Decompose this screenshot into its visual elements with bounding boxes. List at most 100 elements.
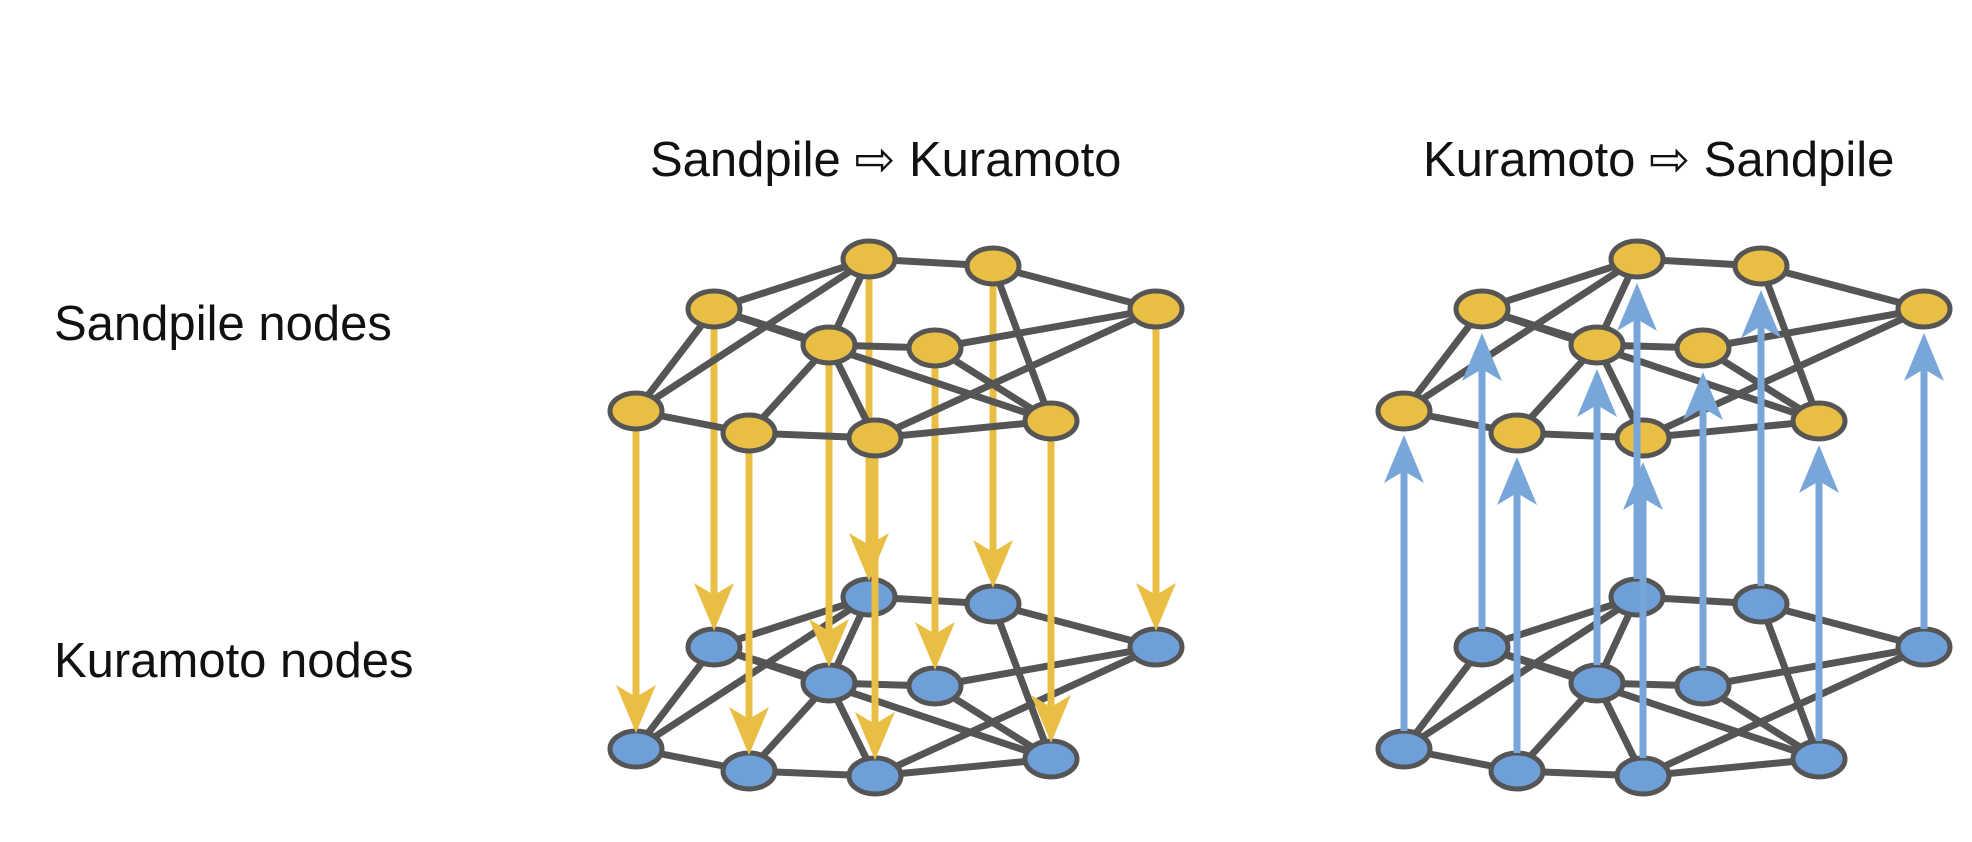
coupling-arrow (1904, 333, 1944, 629)
coupling-arrow (1799, 445, 1839, 741)
kuramoto-node (1614, 755, 1672, 797)
kuramoto-edge (1757, 600, 1928, 651)
kuramoto-edge (710, 643, 1055, 763)
arrow-head (1683, 372, 1723, 420)
sandpile-edge (989, 262, 1055, 425)
coupling-arrow (1384, 435, 1424, 731)
kuramoto-node (840, 576, 898, 618)
arrow-head (1741, 290, 1781, 338)
arrow-head (1617, 283, 1657, 331)
kuramoto-node (964, 583, 1022, 625)
arrow-head (1577, 369, 1617, 417)
panel-kuramoto-to-sandpile: Kuramoto ⇨ Sandpile (1375, 133, 1953, 797)
sandpile-edge (632, 255, 873, 415)
sandpile-node (1453, 288, 1511, 330)
kuramoto-edge (931, 643, 1160, 690)
arrow-head (809, 619, 849, 667)
kuramoto-node (1488, 750, 1546, 792)
sandpile-node (1022, 400, 1080, 442)
sandpile-node (1608, 238, 1666, 280)
sandpile-layer (607, 238, 1185, 459)
sandpile-node (1127, 288, 1185, 330)
coupling-arrow (1577, 369, 1617, 665)
arrow-head (915, 622, 955, 670)
coupling-arrow (973, 284, 1013, 588)
sandpile-edge (1757, 262, 1928, 313)
arrow-head (729, 707, 769, 755)
kuramoto-node (1375, 728, 1433, 770)
sandpile-edge (1639, 417, 1823, 442)
coupling-arrow (729, 451, 769, 755)
coupling-arrow (855, 456, 895, 760)
kuramoto-edge (1639, 755, 1823, 780)
coupling-arrow (1497, 457, 1537, 753)
arrow-head (1384, 435, 1424, 483)
kuramoto-node (685, 626, 743, 668)
arrow-head (1031, 695, 1071, 743)
coupling-arrows (1384, 283, 1944, 758)
sandpile-edge (931, 305, 1160, 352)
sandpile-edge (1757, 262, 1823, 425)
sandpile-node (1895, 288, 1953, 330)
kuramoto-layer (607, 576, 1185, 797)
kuramoto-node (1127, 626, 1185, 668)
kuramoto-node (1568, 662, 1626, 704)
kuramoto-node (800, 662, 858, 704)
kuramoto-edge (1757, 600, 1823, 763)
kuramoto-layer (1375, 576, 1953, 797)
arrow-head (1623, 462, 1663, 510)
sandpile-node (1732, 245, 1790, 287)
panel-title: Kuramoto ⇨ Sandpile (1423, 133, 1894, 187)
sandpile-node (906, 327, 964, 369)
sandpile-node (1375, 390, 1433, 432)
arrow-head (855, 712, 895, 760)
sandpile-node (800, 324, 858, 366)
kuramoto-edge (989, 600, 1055, 763)
sandpile-node (685, 288, 743, 330)
sandpile-node (1568, 324, 1626, 366)
sandpile-edge (1639, 305, 1928, 442)
kuramoto-node (906, 665, 964, 707)
arrow-head (973, 540, 1013, 588)
sandpile-edge (710, 305, 1055, 425)
sandpile-edge (989, 262, 1160, 313)
coupling-arrow (1741, 290, 1781, 586)
arrow-head (1497, 457, 1537, 505)
kuramoto-row-label: Kuramoto nodes (54, 634, 414, 688)
kuramoto-edge (1478, 643, 1823, 763)
arrow-head (1799, 445, 1839, 493)
kuramoto-node (1895, 626, 1953, 668)
kuramoto-node (846, 755, 904, 797)
sandpile-layer (1375, 238, 1953, 459)
sandpile-node (964, 245, 1022, 287)
panel-sandpile-to-kuramoto: Sandpile ⇨ Kuramoto (607, 133, 1185, 797)
arrow-head (1462, 333, 1502, 381)
kuramoto-node (1732, 583, 1790, 625)
sandpile-node (1674, 327, 1732, 369)
sandpile-node (846, 417, 904, 459)
sandpile-node (720, 412, 778, 454)
coupling-arrow (1617, 283, 1657, 579)
sandpile-edge (871, 305, 1160, 442)
kuramoto-node (1674, 665, 1732, 707)
coupling-arrows (616, 277, 1176, 760)
sandpile-row-label: Sandpile nodes (54, 297, 392, 351)
arrow-head (1904, 333, 1944, 381)
arrow-head (694, 583, 734, 631)
sandpile-node (1488, 412, 1546, 454)
arrow-head (616, 685, 656, 733)
kuramoto-edge (871, 755, 1055, 780)
coupling-arrow (1623, 462, 1663, 758)
arrow-head (849, 533, 889, 581)
sandpile-edge (871, 417, 1055, 442)
sandpile-node (607, 390, 665, 432)
sandpile-edge (1400, 255, 1641, 415)
kuramoto-edge (989, 600, 1160, 651)
kuramoto-node (607, 728, 665, 770)
kuramoto-node (1608, 576, 1666, 618)
kuramoto-node (1453, 626, 1511, 668)
kuramoto-edge (1639, 643, 1928, 780)
sandpile-edge (1699, 305, 1928, 352)
coupling-arrow (1683, 372, 1723, 668)
